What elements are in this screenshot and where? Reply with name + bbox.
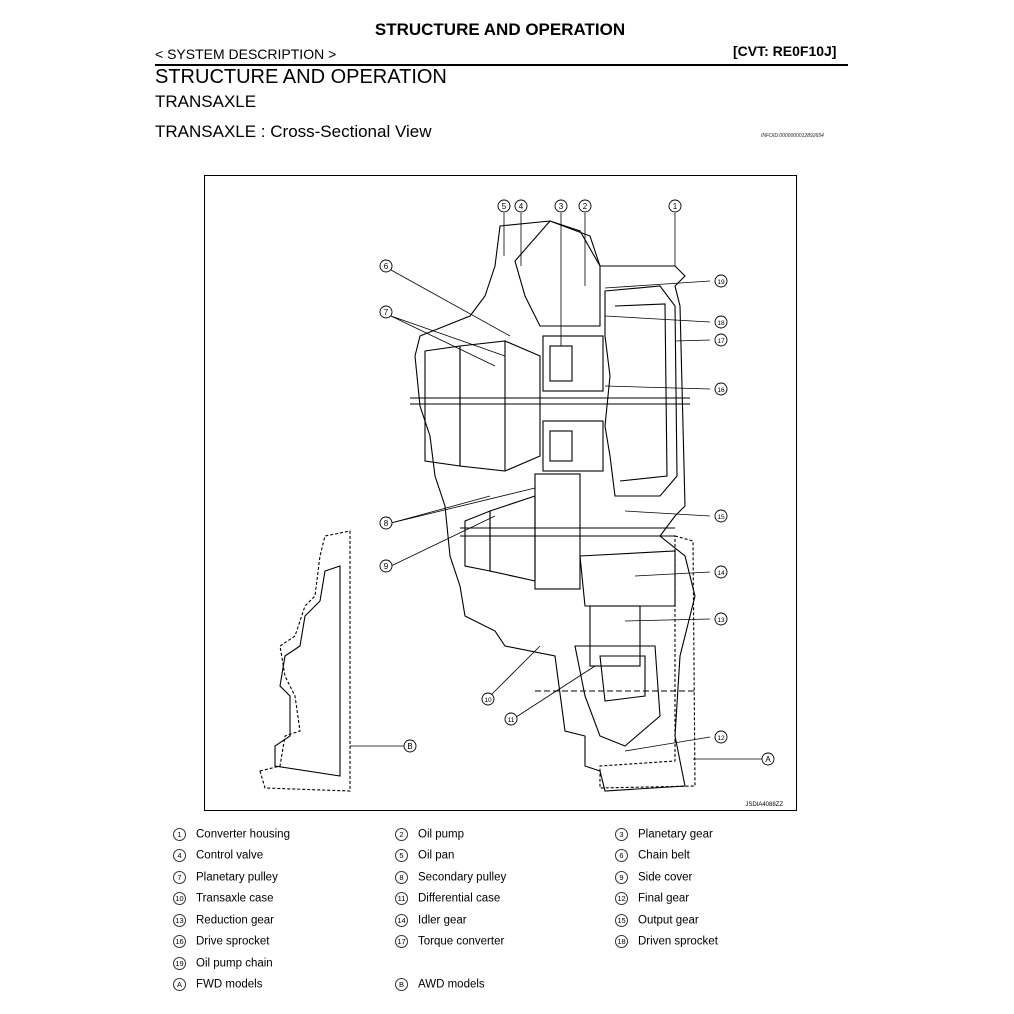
legend-item: 2 Oil pump [395,828,464,846]
legend-mark: 5 [395,849,408,862]
legend-item: 12 Final gear [615,892,689,910]
info-id: INFOID:0000000012892654 [761,133,824,139]
header-rule [155,64,848,66]
legend-mark: 18 [615,935,628,948]
legend-item: A FWD models [173,978,262,996]
section-subheading: TRANSAXLE [155,92,257,111]
legend-label: Converter housing [196,828,290,841]
callout-9: 9 [384,562,389,571]
legend-mark: 16 [173,935,186,948]
legend-label: Chain belt [638,849,690,862]
legend-mark: 13 [173,914,186,927]
legend-mark: 3 [615,828,628,841]
figure-code: JSDIA4088ZZ [745,802,783,808]
legend-item: B AWD models [395,978,485,996]
callout-2: 2 [583,202,588,211]
page-title: STRUCTURE AND OPERATION [374,20,626,39]
callout-18: 18 [717,320,725,327]
callout-A: A [765,755,771,764]
legend-item: 19 Oil pump chain [173,957,273,975]
legend-label: Oil pump chain [196,957,273,970]
legend-label: Final gear [638,892,690,905]
section-title: TRANSAXLE : Cross-Sectional View [155,122,432,141]
legend-item: 14 Idler gear [395,914,467,932]
legend-label: Secondary pulley [418,871,507,884]
legend-label: Planetary gear [638,828,713,841]
callout-7: 7 [384,308,389,317]
legend-mark: 9 [615,871,628,884]
legend-item: 9 Side cover [615,871,692,889]
callout-3: 3 [559,202,564,211]
legend-label: Differential case [418,892,501,905]
legend-item: 11 Differential case [395,892,500,910]
legend-label: Reduction gear [196,914,274,927]
legend-label: Driven sprocket [638,935,718,948]
legend-item: 18 Driven sprocket [615,935,718,953]
legend-item: 5 Oil pan [395,849,454,867]
system-description-label: < SYSTEM DESCRIPTION > [155,46,337,62]
legend-label: Side cover [638,871,693,884]
callout-13: 13 [717,617,725,624]
legend-mark: B [395,978,408,991]
legend-mark: 1 [173,828,186,841]
callout-B: B [407,742,412,751]
callout-19: 19 [717,279,725,286]
legend-item: 16 Drive sprocket [173,935,270,953]
legend-label: AWD models [418,978,485,991]
legend-item: 15 Output gear [615,914,699,932]
legend-mark: 19 [173,957,186,970]
legend-label: Drive sprocket [196,935,270,948]
legend-mark: A [173,978,186,991]
legend-label: FWD models [196,978,263,991]
legend-mark: 4 [173,849,186,862]
callout-10: 10 [484,697,492,704]
legend-item: 7 Planetary pulley [173,871,278,889]
legend-label: Idler gear [418,914,467,927]
callout-17: 17 [717,338,725,345]
legend-mark: 12 [615,892,628,905]
legend-mark: 11 [395,892,408,905]
legend-item: 1 Converter housing [173,828,290,846]
callout-11: 11 [508,717,515,724]
callout-15: 15 [717,514,725,521]
legend-mark: 14 [395,914,408,927]
callout-4: 4 [519,202,524,211]
legend-mark: 17 [395,935,408,948]
legend-item: 10 Transaxle case [173,892,274,910]
legend-label: Output gear [638,914,699,927]
legend-mark: 2 [395,828,408,841]
legend-label: Torque converter [418,935,505,948]
legend-item: 6 Chain belt [615,849,690,867]
legend-mark: 8 [395,871,408,884]
callout-12: 12 [717,735,725,742]
legend-item: 17 Torque converter [395,935,504,953]
legend-label: Transaxle case [196,892,274,905]
callout-14: 14 [717,570,725,577]
legend-label: Oil pump [418,828,465,841]
legend-item: 3 Planetary gear [615,828,713,846]
legend-label: Control valve [196,849,264,862]
callout-6: 6 [384,262,389,271]
callout-8: 8 [384,519,389,528]
callout-1: 1 [673,202,678,211]
section-heading: STRUCTURE AND OPERATION [155,66,447,88]
callout-16: 16 [717,387,725,394]
model-code: [CVT: RE0F10J] [733,43,837,59]
legend-label: Planetary pulley [196,871,278,884]
callout-5: 5 [502,202,507,211]
legend-item: 8 Secondary pulley [395,871,506,889]
legend-mark: 15 [615,914,628,927]
legend-label: Oil pan [418,849,455,862]
legend-item: 13 Reduction gear [173,914,274,932]
legend-mark: 6 [615,849,628,862]
legend-item: 4 Control valve [173,849,263,867]
cross-section-diagram: 5 4 3 2 1 6 7 8 9 19 18 17 16 15 14 13 1… [204,175,797,811]
legend-mark: 10 [173,892,186,905]
transaxle-drawing: 5 4 3 2 1 6 7 8 9 19 18 17 16 15 14 13 1… [259,199,783,808]
legend-mark: 7 [173,871,186,884]
